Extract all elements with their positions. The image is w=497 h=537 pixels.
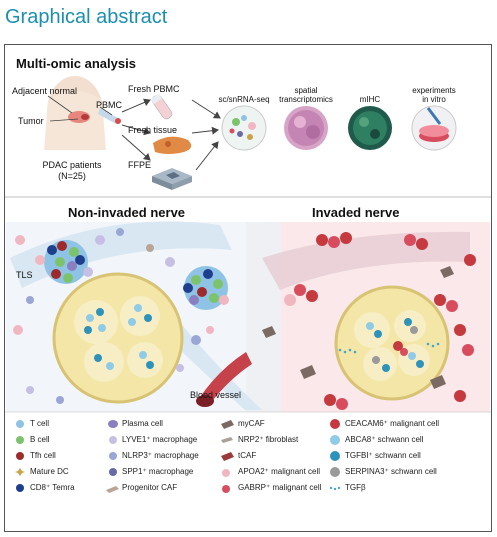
tls-cluster-right [183,266,229,310]
legend-serpina3-schwann: SERPINA3⁺ schwann cell [345,467,437,476]
legend-tgfb: TGFβ [345,483,366,492]
malignant-cells-invaded [284,232,476,410]
legend-icons-col3 [221,420,234,493]
caf-cells-invaded [262,266,454,389]
patients-n-label: (N=25) [58,171,86,181]
tls-cluster-left [35,240,93,284]
legend-gabrp-malignant: GABRP⁺ malignant cell [238,483,322,492]
legend-lyve1-macrophage: LYVE1⁺ macrophage [122,435,198,444]
legend-icons-col1 [15,420,25,492]
legend-mycaf: myCAF [238,419,265,428]
blood-vessel-label: Blood vessel [190,390,242,400]
experiments-label-line2: in vitro [422,95,446,104]
spatial-transcriptomics-icon [284,106,328,150]
legend-tgfbi-schwann: TGFBI⁺ schwann cell [345,451,421,460]
legend-icons-col2 [106,420,119,493]
legend-icons-col4 [329,419,341,491]
sc-seq-icon [221,105,267,151]
multiomic-section-title: Multi-omic analysis [16,56,136,71]
legend-tfh-cell: Tfh cell [30,451,56,460]
tgfb-dots [338,342,440,354]
tumor-label: Tumor [18,116,44,126]
in-vitro-icon [411,105,457,151]
mihc-icon [348,106,392,150]
invaded-heading: Invaded nerve [312,205,400,220]
legend-spp1-macrophage: SPP1⁺ macrophage [122,467,194,476]
blood-vessel-icon [196,352,252,407]
spatial-label-line1: spatial [294,86,318,95]
tls-label: TLS [16,270,33,280]
fresh-tissue-label: Fresh tissue [128,125,178,135]
legend-cd8-temra: CD8⁺ Temra [30,483,75,492]
legend-nlrp3-macrophage: NLRP3⁺ macrophage [122,451,199,460]
legend-tcaf: tCAF [238,451,257,460]
legend-plasma-cell: Plasma cell [122,419,163,428]
patient-body-icon [44,76,121,150]
legend-t-cell: T cell [30,419,49,428]
adjacent-normal-label: Adjacent normal [12,86,78,96]
tissue-icon [153,136,192,154]
non-invaded-nerve-section [52,272,184,404]
pbmc-tube-icon [150,93,173,120]
experiments-label-line1: experiments [412,86,456,95]
invaded-nerve-section [334,285,450,401]
ffpe-label: FFPE [128,160,152,170]
mihc-label: mIHC [359,95,381,104]
patients-label: PDAC patients [42,160,102,170]
fresh-pbmc-label: Fresh PBMC [128,84,180,94]
sc-seq-label: sc/snRNA-seq [218,95,270,104]
legend-ceacam6-malignant: CEACAM6⁺ malignant cell [345,419,440,428]
legend-nrp2-fibroblast: NRP2⁺ fibroblast [238,435,299,444]
non-invaded-heading: Non-invaded nerve [68,205,186,220]
spatial-label-line2: transcriptomics [279,95,333,104]
legend-progenitor-caf: Progenitor CAF [122,483,178,492]
ffpe-block-icon [152,168,192,190]
legend-apoa2-malignant: APOA2⁺ malignant cell [238,467,321,476]
legend-b-cell: B cell [30,435,50,444]
page-title: Graphical abstract [5,6,168,28]
legend-mature-dc: Mature DC [30,467,69,476]
legend-abca8-schwann: ABCA8⁺ schwann cell [345,435,424,444]
pbmc-label: PBMC [96,100,123,110]
